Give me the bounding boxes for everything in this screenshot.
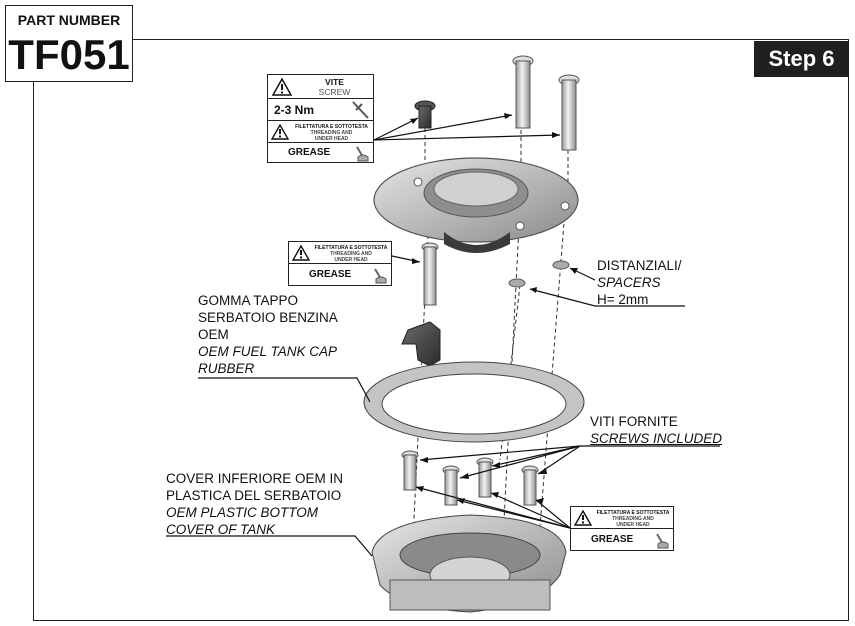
grease-row: GREASE xyxy=(289,264,391,287)
warning-icon xyxy=(272,78,292,96)
diagram-frame xyxy=(33,39,849,621)
grease-label: GREASE xyxy=(309,269,352,280)
thread-text-en-1: THREADING AND xyxy=(310,130,353,136)
spacer xyxy=(508,278,526,288)
screws-label-it: VITI FORNITE xyxy=(590,414,678,429)
tank-cap-flange xyxy=(373,157,579,253)
warning-icon xyxy=(574,510,592,526)
screws-label-en: SCREWS INCLUDED xyxy=(590,431,723,446)
cover-label-line3: OEM PLASTIC BOTTOM xyxy=(166,505,319,520)
included-screw xyxy=(476,457,494,498)
screw-title-en: SCREW xyxy=(318,87,351,97)
thread-text-en-1: THREADING AND xyxy=(612,516,654,522)
rubber-label-line3: OEM xyxy=(198,327,229,342)
torque-wrench-icon xyxy=(352,101,369,119)
screw-title-it: VITE xyxy=(325,77,344,87)
part-number-value: TF051 xyxy=(8,31,130,78)
cover-label-line2: PLASTICA DEL SERBATOIO xyxy=(166,488,342,503)
spacers-label-it: DISTANZIALI/ xyxy=(597,258,682,273)
warning-icon xyxy=(271,124,289,140)
long-screw-right xyxy=(558,74,580,151)
rubber-label-line4: OEM FUEL TANK CAP xyxy=(198,344,338,359)
spacers-height: H= 2mm xyxy=(597,292,649,307)
thread-text-en-2: UNDER HEAD xyxy=(616,522,650,528)
cover-label: COVER INFERIORE OEM IN PLASTICA DEL SERB… xyxy=(166,470,343,538)
torque-row: 2-3 Nm xyxy=(268,99,373,121)
oem-fuel-tank-cap-rubber xyxy=(401,321,441,367)
oem-plastic-bottom-cover xyxy=(371,514,567,613)
rubber-label: GOMMA TAPPO SERBATOIO BENZINA OEM OEM FU… xyxy=(198,292,338,377)
screw-row: VITE SCREW xyxy=(268,75,373,99)
grease-gun-icon xyxy=(356,146,369,162)
included-screw xyxy=(442,465,460,506)
thread-row: FILETTATURA E SOTTOTESTA THREADING AND U… xyxy=(571,507,673,529)
part-number-label: PART NUMBER xyxy=(17,12,121,28)
grease-row: GREASE xyxy=(268,143,373,164)
torque-value: 2-3 Nm xyxy=(274,103,315,117)
axis-dash xyxy=(499,284,521,461)
spacers-label: DISTANZIALI/ SPACERS H= 2mm xyxy=(597,257,682,308)
part-number-box: PART NUMBER TF051 xyxy=(5,5,133,82)
thread-row: FILETTATURA E SOTTOTESTA THREADING AND U… xyxy=(268,121,373,143)
short-dark-screw xyxy=(414,100,436,129)
thread-text-it: FILETTATURA E SOTTOTESTA xyxy=(295,124,368,130)
spacers-label-en: SPACERS xyxy=(597,275,661,290)
thread-row: FILETTATURA E SOTTOTESTA THREADING AND U… xyxy=(289,242,391,264)
warning-icon xyxy=(292,245,310,261)
spacer xyxy=(552,260,570,270)
thread-text-en-2: UNDER HEAD xyxy=(334,257,368,263)
grease-row: GREASE xyxy=(571,529,673,552)
grease-label: GREASE xyxy=(288,147,331,158)
grease-warning-box-mid: FILETTATURA E SOTTOTESTA THREADING AND U… xyxy=(288,241,392,286)
grease-gun-icon xyxy=(374,268,387,284)
ring-gasket xyxy=(363,361,585,443)
rubber-label-line1: GOMMA TAPPO xyxy=(198,293,299,308)
included-screw xyxy=(401,450,419,491)
cover-label-line4: COVER OF TANK xyxy=(166,522,276,537)
mid-screw xyxy=(421,242,439,306)
thread-text-it: FILETTATURA E SOTTOTESTA xyxy=(596,510,670,516)
torque-warning-box: VITE SCREW 2-3 Nm FILETTATURA E SOTTOTES… xyxy=(267,74,374,163)
thread-text-en-1: THREADING AND xyxy=(330,251,372,257)
rubber-label-line5: RUBBER xyxy=(198,361,255,376)
thread-text-it: FILETTATURA E SOTTOTESTA xyxy=(314,245,388,251)
screws-label: VITI FORNITE SCREWS INCLUDED xyxy=(590,413,722,447)
grease-gun-icon xyxy=(656,533,669,549)
long-screw-left xyxy=(512,55,534,129)
step-badge: Step 6 xyxy=(754,41,849,77)
included-screw xyxy=(521,465,539,506)
rubber-label-line2: SERBATOIO BENZINA xyxy=(198,310,338,325)
grease-warning-box-bottom: FILETTATURA E SOTTOTESTA THREADING AND U… xyxy=(570,506,674,551)
cover-label-line1: COVER INFERIORE OEM IN xyxy=(166,471,344,486)
grease-label: GREASE xyxy=(591,534,634,545)
thread-text-en-2: UNDER HEAD xyxy=(314,136,349,142)
